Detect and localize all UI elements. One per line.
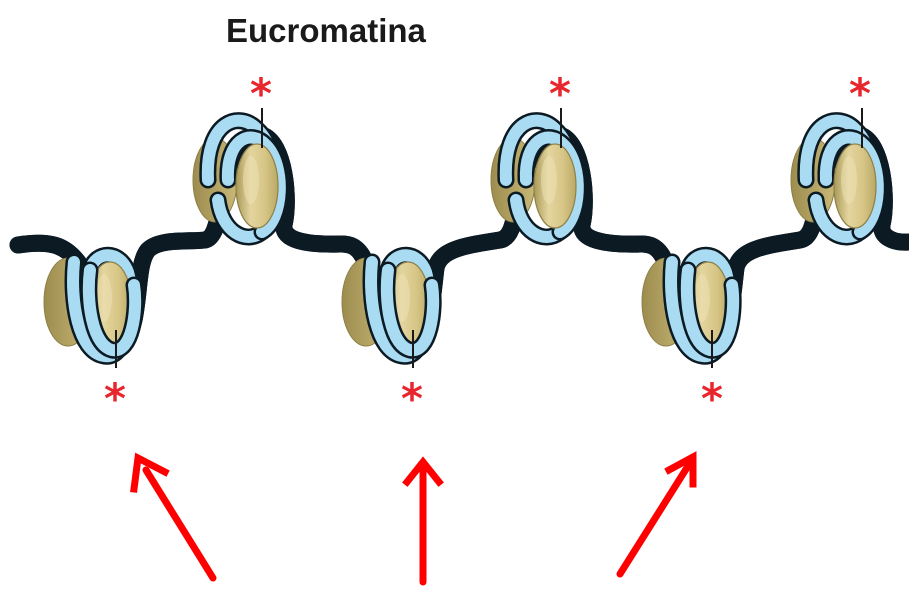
asterisk-icon: *: [849, 69, 871, 118]
dna-strand: [18, 135, 909, 345]
nucleosome-top-2: [491, 108, 578, 237]
nucleosome-top-1: [193, 108, 280, 237]
arrow-up-icon: [407, 462, 439, 582]
asterisk-icon: *: [701, 374, 723, 423]
nucleosome-bottom-2: [342, 255, 433, 368]
arrow-up-icon: [134, 458, 213, 578]
asterisk-icon: *: [549, 69, 571, 118]
nucleosome-bottom-3: [642, 255, 733, 368]
asterisk-icon: *: [104, 374, 126, 423]
asterisk-icon: *: [250, 69, 272, 118]
arrow-up-icon: [620, 457, 693, 574]
nucleosome-bottom-1: [44, 255, 135, 368]
asterisk-icon: *: [401, 374, 423, 423]
nucleosome-top-3: [791, 108, 878, 237]
